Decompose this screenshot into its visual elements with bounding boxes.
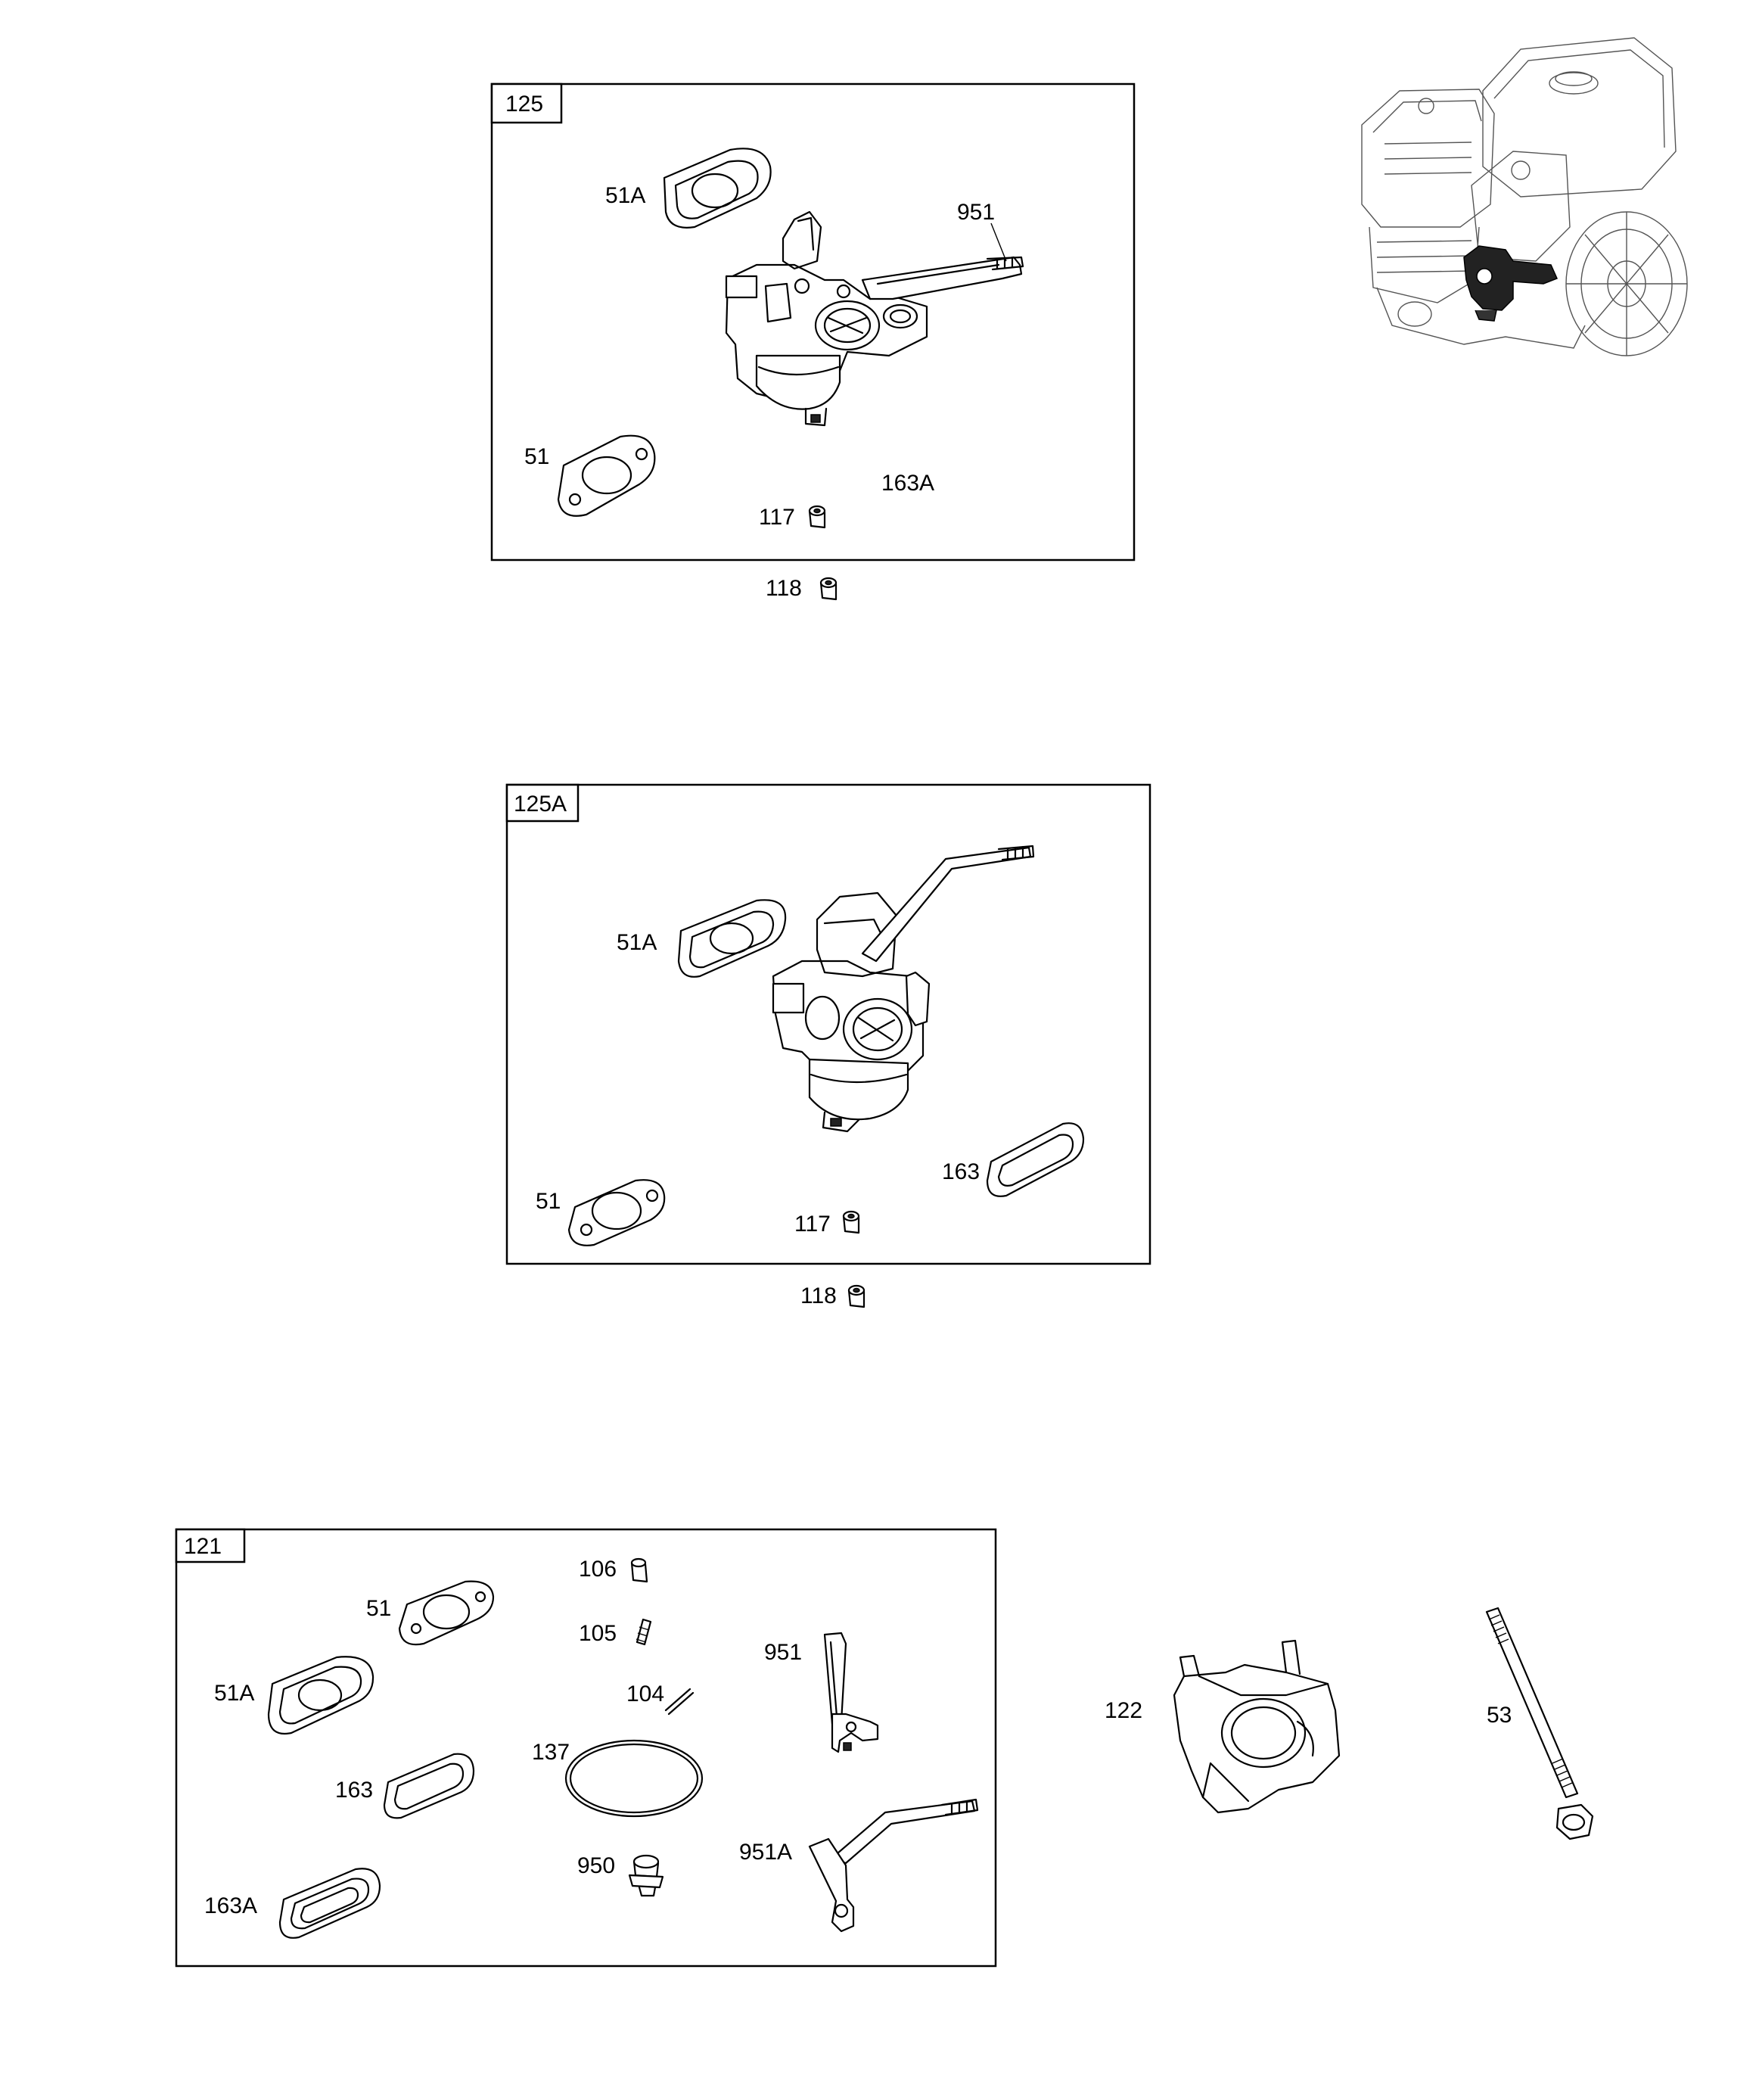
kit-label-105: 105 <box>579 1621 617 1646</box>
label-163-125a: 163 <box>942 1159 980 1184</box>
kit-gasket-51 <box>398 1580 495 1646</box>
nut-118-top <box>819 577 838 601</box>
gasket-51a <box>663 148 772 229</box>
spacer-122 <box>1173 1639 1341 1814</box>
assembly-125-tag-box <box>490 82 563 124</box>
kit-lever-951a <box>808 1798 979 1933</box>
kit-label-950: 950 <box>577 1853 615 1878</box>
nut-118-middle <box>847 1284 866 1308</box>
kit-label-163: 163 <box>335 1778 373 1803</box>
assembly-125a-frame <box>505 783 1151 1265</box>
kit-121-frame <box>175 1528 997 1968</box>
label-51a: 51A <box>605 183 645 208</box>
label-51-125a: 51 <box>536 1189 561 1214</box>
label-951: 951 <box>957 200 995 225</box>
label-51: 51 <box>524 444 549 469</box>
gasket-163-125a <box>986 1122 1085 1197</box>
kit-part-105 <box>636 1618 652 1646</box>
highlighted-carburetor-location <box>1463 245 1559 322</box>
assembly-125a-tag-box <box>505 783 580 823</box>
kit-part-106 <box>630 1557 648 1583</box>
kit-part-950 <box>628 1854 664 1897</box>
label-118-middle: 118 <box>800 1283 837 1308</box>
engine-overview-illustration <box>1361 37 1688 356</box>
nut-117 <box>808 505 826 529</box>
carburetor-163a <box>725 210 928 427</box>
lever-951 <box>861 222 1024 300</box>
label-51a-125a: 51A <box>617 930 657 955</box>
carburetor-125a <box>772 891 931 1133</box>
label-117-125a: 117 <box>794 1212 831 1237</box>
kit-gasket-163 <box>383 1753 475 1819</box>
kit-label-951: 951 <box>764 1640 802 1665</box>
assembly-125: 125 51A 163A <box>490 82 1136 562</box>
kit-label-106: 106 <box>579 1557 617 1582</box>
kit-lever-951 <box>823 1632 879 1753</box>
kit-label-163a: 163A <box>204 1893 257 1918</box>
assembly-125-frame <box>490 82 1136 562</box>
gasket-51a-125a <box>677 899 787 978</box>
assembly-125a-tag: 125A <box>514 792 567 817</box>
kit-label-104: 104 <box>626 1682 664 1706</box>
assembly-125-tag: 125 <box>505 92 543 117</box>
kit-part-137 <box>564 1739 704 1818</box>
kit-121: 121 51 51A 163 163A <box>175 1528 997 1968</box>
label-163a: 163A <box>881 471 934 496</box>
kit-121-tag-box <box>175 1528 246 1563</box>
stud-53 <box>1485 1607 1594 1840</box>
kit-part-104 <box>664 1688 695 1716</box>
gasket-51-125a <box>567 1179 666 1246</box>
kit-121-tag: 121 <box>184 1534 222 1559</box>
kit-label-137: 137 <box>532 1740 570 1765</box>
label-53: 53 <box>1487 1703 1512 1728</box>
gasket-51 <box>557 434 656 517</box>
kit-label-51a: 51A <box>214 1681 254 1706</box>
nut-117-125a <box>842 1210 860 1234</box>
kit-label-951a: 951A <box>739 1840 792 1865</box>
kit-gasket-163a <box>278 1868 381 1939</box>
label-122: 122 <box>1105 1698 1142 1723</box>
label-118-top: 118 <box>766 576 802 601</box>
label-117: 117 <box>759 505 795 530</box>
kit-label-51: 51 <box>366 1596 391 1621</box>
assembly-125a: 125A 51A <box>505 783 1151 1265</box>
kit-gasket-51a <box>267 1656 374 1735</box>
lever-125a <box>861 845 1035 963</box>
